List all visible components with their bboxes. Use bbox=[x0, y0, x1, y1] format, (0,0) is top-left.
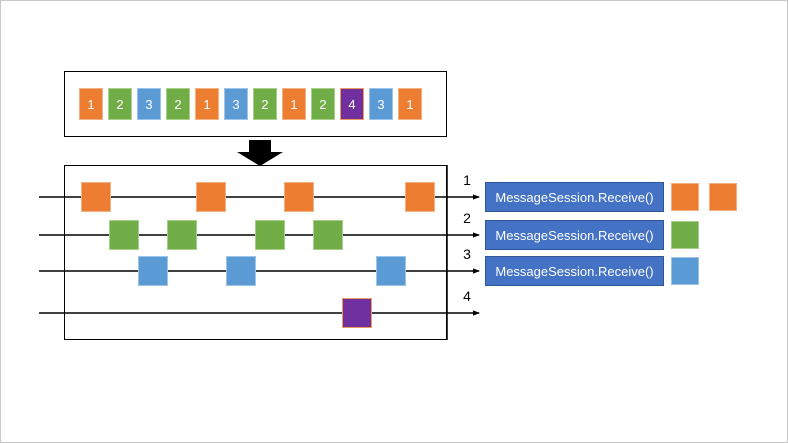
queue-message-tile: 4 bbox=[340, 88, 364, 120]
session-message-block bbox=[167, 220, 197, 250]
session-message-block bbox=[138, 256, 168, 286]
message-session-receive-box[interactable]: MessageSession.Receive() bbox=[485, 256, 664, 286]
queue-message-tile: 2 bbox=[108, 88, 132, 120]
received-message-swatch bbox=[709, 183, 737, 211]
session-message-block bbox=[109, 220, 139, 250]
session-message-block bbox=[226, 256, 256, 286]
queue-message-tile: 1 bbox=[282, 88, 306, 120]
lane-number-label: 2 bbox=[463, 210, 471, 226]
queue-message-tile: 1 bbox=[79, 88, 103, 120]
received-message-swatch bbox=[671, 183, 699, 211]
queue-message-tile: 2 bbox=[166, 88, 190, 120]
message-session-receive-box[interactable]: MessageSession.Receive() bbox=[485, 182, 664, 212]
session-message-block bbox=[255, 220, 285, 250]
lane-number-label: 1 bbox=[463, 172, 471, 188]
sessions-container bbox=[64, 165, 447, 340]
queue-message-tile: 3 bbox=[224, 88, 248, 120]
lane-number-label: 4 bbox=[463, 288, 471, 304]
queue-message-tile: 3 bbox=[137, 88, 161, 120]
session-message-block bbox=[196, 182, 226, 212]
session-message-block bbox=[405, 182, 435, 212]
session-message-block bbox=[81, 182, 111, 212]
queue-message-tile: 2 bbox=[311, 88, 335, 120]
lane-number-label: 3 bbox=[463, 246, 471, 262]
session-message-block bbox=[313, 220, 343, 250]
received-message-swatch bbox=[671, 221, 699, 249]
queue-message-tile: 1 bbox=[195, 88, 219, 120]
queue-message-tile: 1 bbox=[398, 88, 422, 120]
down-arrow-icon bbox=[231, 140, 289, 166]
received-message-swatch bbox=[671, 257, 699, 285]
session-message-block bbox=[376, 256, 406, 286]
message-session-receive-box[interactable]: MessageSession.Receive() bbox=[485, 220, 664, 250]
queue-message-tile: 3 bbox=[369, 88, 393, 120]
session-message-block bbox=[284, 182, 314, 212]
queue-message-tile: 2 bbox=[253, 88, 277, 120]
session-message-block bbox=[342, 298, 372, 328]
